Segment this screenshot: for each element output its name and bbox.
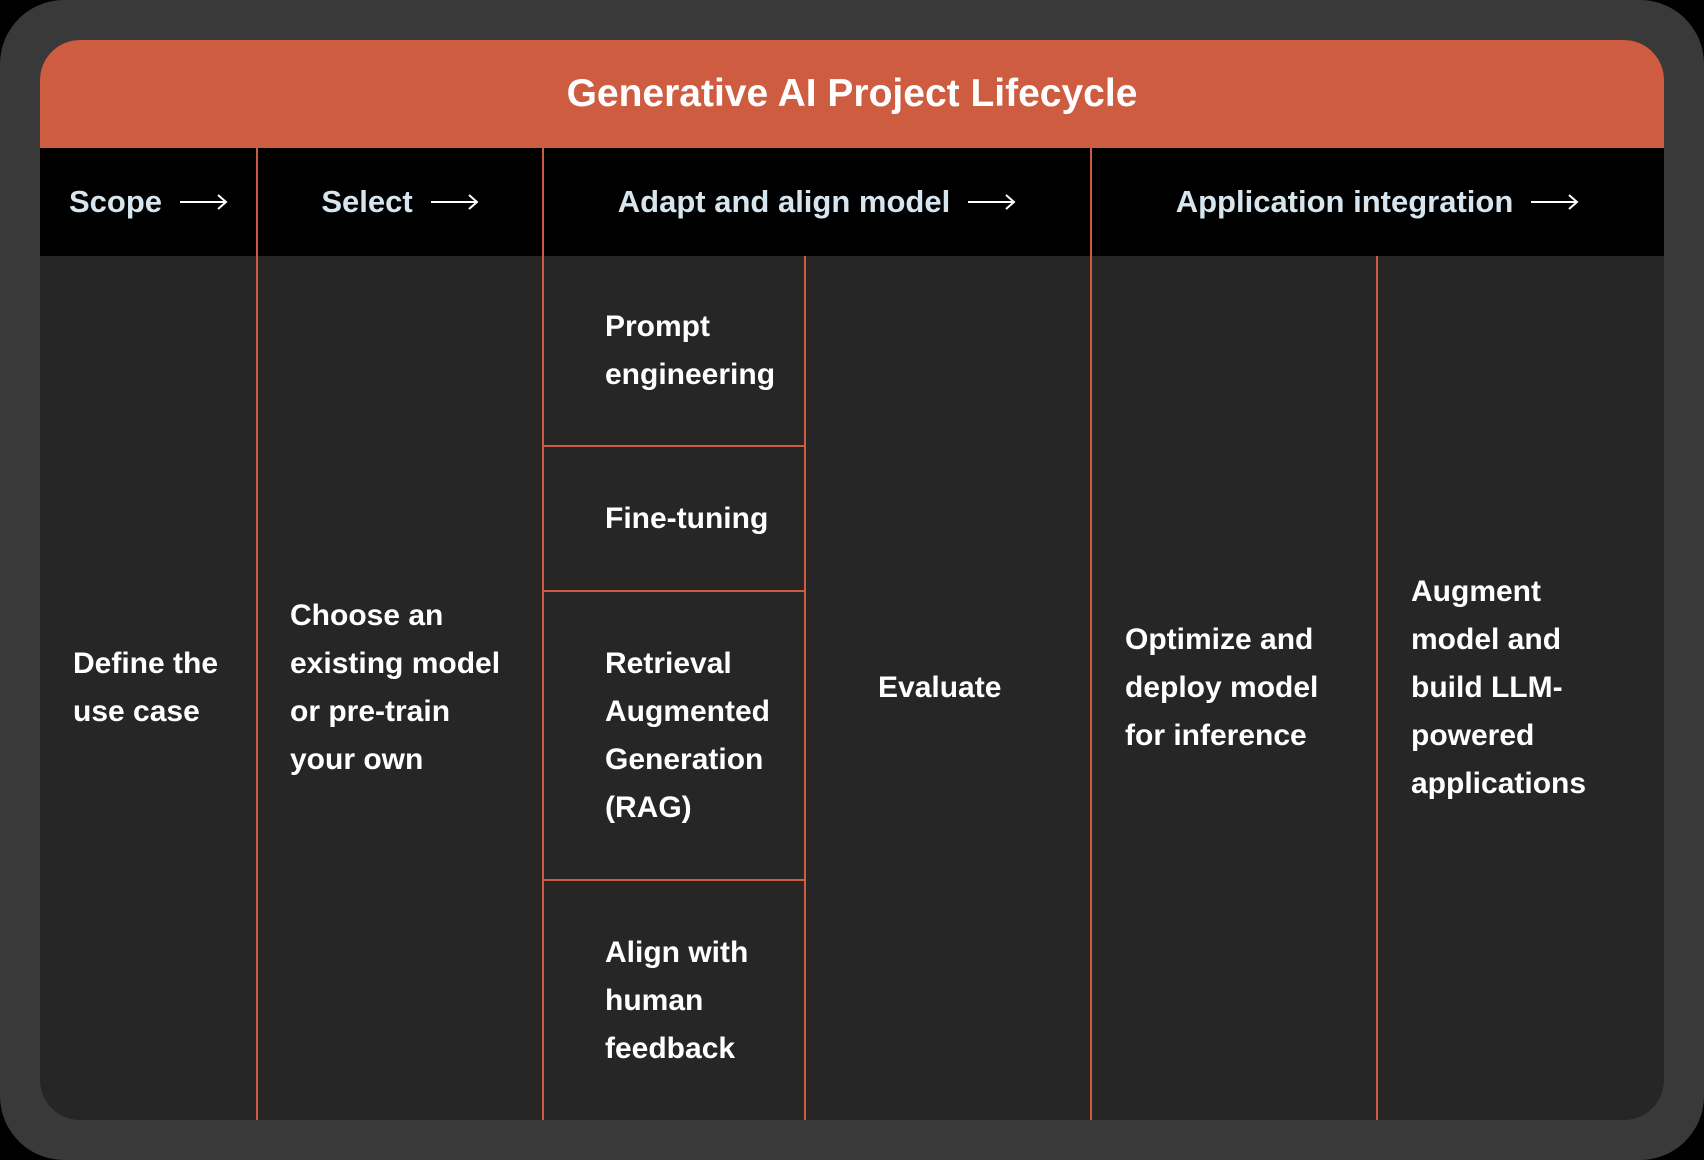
phase-label: Adapt and align model: [617, 184, 951, 219]
diagram-title: Generative AI Project Lifecycle: [566, 72, 1138, 115]
title-band: Generative AI Project Lifecycle: [40, 40, 1664, 148]
arrow-right-icon: [430, 192, 479, 212]
phase-select: Select: [257, 148, 543, 256]
divider-select-adapt: [542, 148, 544, 1120]
select-cell: Choose an existing model or pre-train yo…: [258, 256, 542, 1120]
technique-align-human-feedback: Align with human feedback: [605, 935, 749, 1065]
divider-scope-select: [256, 148, 258, 1120]
technique-fine-tuning: Fine-tuning: [605, 501, 769, 535]
phase-adapt-align: Adapt and align model: [543, 148, 1091, 256]
divider-optimize-augment: [1376, 256, 1378, 1120]
arrow-right-icon: [1531, 192, 1579, 212]
phase-label: Application integration: [1175, 184, 1514, 219]
evaluate-cell: Evaluate: [878, 671, 1002, 704]
phase-scope: Scope: [40, 148, 257, 256]
scope-cell: Define the use case: [40, 256, 256, 1120]
divider-techniques-evaluate: [804, 256, 806, 1120]
augment-build-cell: Augment model and build LLM- powered app…: [1411, 575, 1587, 800]
arrow-right-icon: [968, 192, 1016, 212]
select-text: Choose an existing model or pre-train yo…: [290, 599, 501, 776]
arrow-right-icon: [180, 192, 228, 212]
technique-prompt-engineering: Prompt engineering: [605, 309, 776, 391]
divider-rag-align: [542, 879, 806, 881]
optimize-deploy-cell: Optimize and deploy model for inference: [1125, 623, 1319, 752]
phase-label: Select: [321, 184, 413, 219]
lifecycle-card: Generative AI Project Lifecycle Scope Se…: [40, 40, 1664, 1120]
phase-label: Scope: [68, 184, 163, 219]
divider-finetune-rag: [542, 590, 806, 592]
scope-text: Define the use case: [73, 647, 219, 728]
technique-rag: Retrieval Augmented Generation (RAG): [605, 646, 770, 824]
phase-application-integration: Application integration: [1091, 148, 1664, 256]
divider-prompt-finetune: [542, 445, 806, 447]
phase-header-row: Scope Select Adapt and align model Appli…: [40, 148, 1664, 256]
divider-adapt-application: [1090, 148, 1092, 1120]
